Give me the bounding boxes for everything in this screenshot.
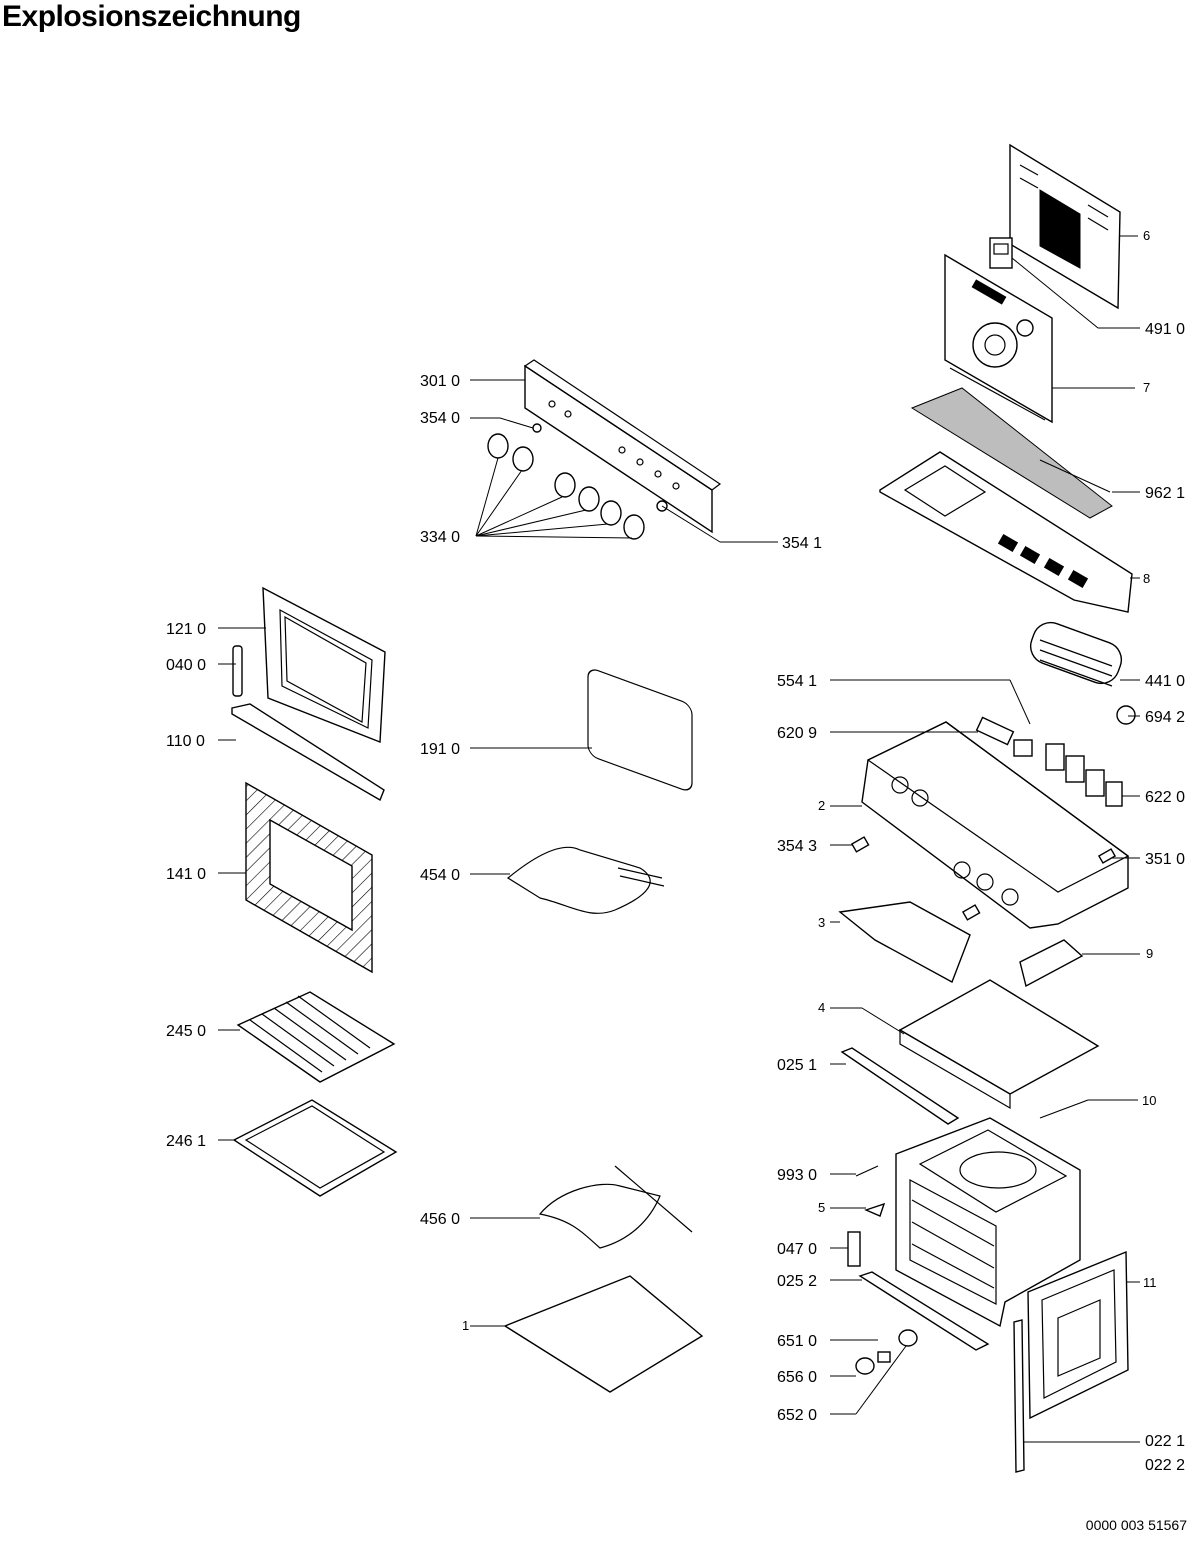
part-label: 441 0 bbox=[1145, 673, 1185, 690]
page-title: Explosionszeichnung bbox=[2, 0, 301, 33]
part-label: 993 0 bbox=[777, 1167, 817, 1184]
plate-4 bbox=[898, 979, 1100, 1110]
tray-246-1 bbox=[232, 1099, 398, 1197]
cavity-frame bbox=[895, 1117, 1081, 1328]
part-label: 10 bbox=[1142, 1093, 1156, 1108]
heater-456-0 bbox=[538, 1165, 693, 1249]
part-label: 11 bbox=[1143, 1275, 1157, 1290]
part-label: 191 0 bbox=[420, 741, 460, 758]
part-label: 354 3 bbox=[777, 838, 817, 855]
rail-025-1 bbox=[840, 1047, 960, 1125]
part-label: 9 bbox=[1146, 946, 1153, 961]
lamp-694-2 bbox=[1116, 705, 1136, 725]
part-label: 656 0 bbox=[777, 1369, 817, 1386]
part-label: 040 0 bbox=[166, 657, 206, 674]
part-label: 354 0 bbox=[420, 410, 460, 427]
part-label: 622 0 bbox=[1145, 789, 1185, 806]
part-label: 3 bbox=[818, 915, 825, 930]
part-label: 4 bbox=[818, 1000, 825, 1015]
part-label: 6 bbox=[1143, 228, 1150, 243]
glass-141-0 bbox=[245, 781, 373, 974]
document-number: 0000 003 51567 bbox=[1085, 1517, 1187, 1533]
part-label: 047 0 bbox=[777, 1241, 817, 1258]
part-label: 334 0 bbox=[420, 529, 460, 546]
part-label: 141 0 bbox=[166, 866, 206, 883]
door-handle-110-0 bbox=[231, 703, 385, 802]
door-frame-121-0 bbox=[262, 586, 386, 744]
part-label: 246 1 bbox=[166, 1133, 206, 1150]
part-962-1-seal bbox=[910, 387, 1113, 519]
part-label: 025 1 bbox=[777, 1057, 817, 1074]
rear-panel-6 bbox=[1009, 143, 1121, 310]
part-label: 491 0 bbox=[1145, 321, 1185, 338]
part-label: 5 bbox=[818, 1200, 825, 1215]
part-label: 7 bbox=[1143, 380, 1150, 395]
part-label: 8 bbox=[1143, 571, 1150, 586]
part-label: 025 2 bbox=[777, 1273, 817, 1290]
rail-022 bbox=[1013, 1319, 1025, 1473]
part-label: 351 0 bbox=[1145, 851, 1185, 868]
main-chassis-2 bbox=[861, 721, 1130, 929]
part-label: 651 0 bbox=[777, 1333, 817, 1350]
panel-11 bbox=[1027, 1250, 1129, 1420]
part-label: 454 0 bbox=[420, 867, 460, 884]
part-label: 022 1 bbox=[1145, 1433, 1185, 1450]
bottom-plate-1 bbox=[503, 1275, 704, 1393]
part-7-fan-panel bbox=[944, 253, 1053, 424]
part-8-top-panel bbox=[879, 451, 1133, 613]
part-label: 652 0 bbox=[777, 1407, 817, 1424]
leader-lines bbox=[218, 235, 1140, 1443]
small-parts-354-3-351-0 bbox=[850, 836, 1117, 921]
part-label: 121 0 bbox=[166, 621, 206, 638]
part-label: 694 2 bbox=[1145, 709, 1185, 726]
bracket-9 bbox=[1019, 939, 1084, 988]
fan-441-0 bbox=[1029, 621, 1123, 687]
hinge-040-0 bbox=[232, 645, 243, 697]
part-label: 301 0 bbox=[420, 373, 460, 390]
part-label: 022 2 bbox=[1145, 1457, 1185, 1474]
part-label: 354 1 bbox=[782, 535, 822, 552]
part-label: 1 bbox=[462, 1318, 469, 1333]
part-label: 962 1 bbox=[1145, 485, 1185, 502]
part-491-0 bbox=[989, 237, 1013, 269]
small-parts-993-5-047 bbox=[847, 1165, 886, 1267]
part-label: 554 1 bbox=[777, 673, 817, 690]
part-label: 2 bbox=[818, 798, 825, 813]
part-labels: 6 491 0 7 962 1 8 301 0 354 0 334 0 354 … bbox=[166, 228, 1185, 1474]
small-parts-651-656-652 bbox=[855, 1329, 918, 1375]
bracket-3 bbox=[838, 901, 971, 983]
rod-10 bbox=[1039, 1099, 1089, 1119]
rack-245-0 bbox=[236, 991, 396, 1083]
rail-025-2 bbox=[858, 1271, 990, 1351]
modules-620-9-622-0 bbox=[975, 716, 1123, 807]
heater-454-0 bbox=[506, 846, 665, 914]
part-label: 456 0 bbox=[420, 1211, 460, 1228]
part-label: 110 0 bbox=[166, 733, 205, 750]
part-label: 245 0 bbox=[166, 1023, 206, 1040]
gasket-191-0 bbox=[587, 669, 693, 791]
part-label: 620 9 bbox=[777, 725, 817, 742]
control-panel-301-0 bbox=[523, 359, 722, 534]
